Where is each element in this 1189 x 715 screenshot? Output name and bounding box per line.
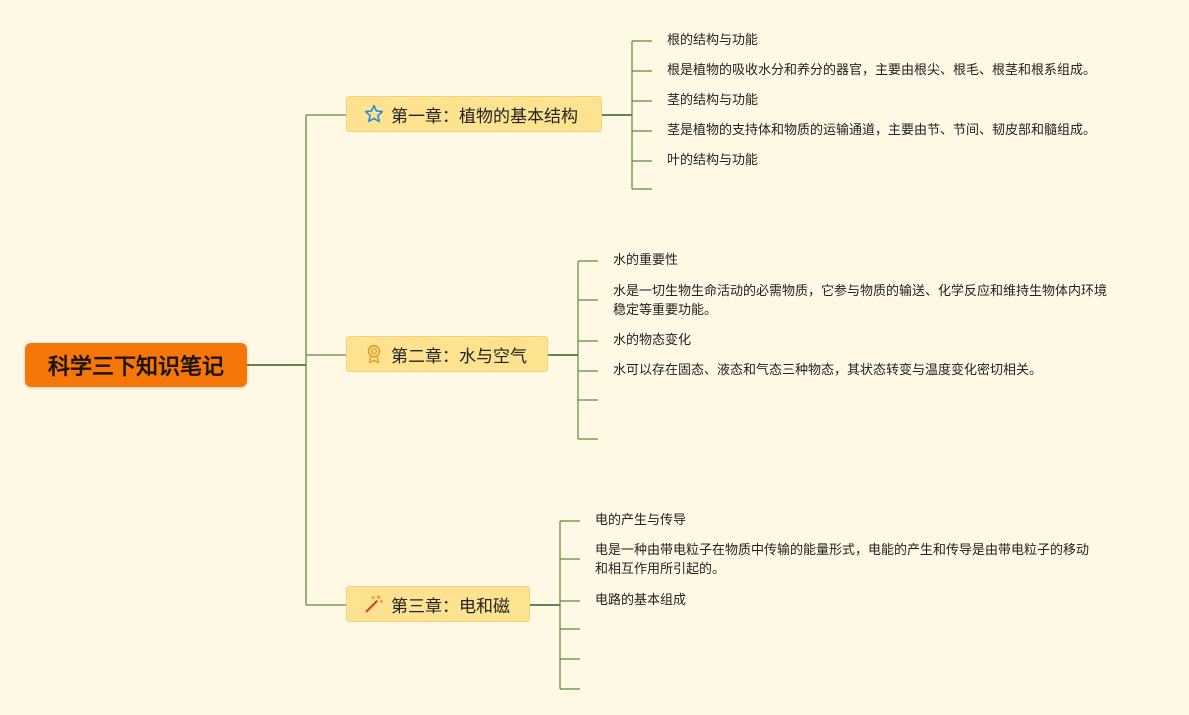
star-outline-icon xyxy=(363,103,385,125)
subtopic-item[interactable]: 叶的结构与功能 xyxy=(667,153,759,168)
root-topic[interactable]: 科学三下知识笔记 xyxy=(25,343,247,387)
chapter-topic-1[interactable]: 第一章：植物的基本结构 xyxy=(346,96,602,132)
subtopic-item[interactable]: 电是一种由带电粒子在物质中传输的能量形式，电能的产生和传导是由带电粒子的移动和相… xyxy=(595,543,1090,577)
subtopic-item[interactable]: 茎的结构与功能 xyxy=(667,93,759,108)
magic-wand-icon xyxy=(363,593,385,615)
chapter-topic-3[interactable]: 第三章：电和磁 xyxy=(346,586,530,622)
award-medal-icon xyxy=(363,343,385,365)
subtopic-item[interactable]: 根是植物的吸收水分和养分的器官，主要由根尖、根毛、根茎和根系组成。 xyxy=(667,63,1097,78)
chapter-topic-2[interactable]: 第二章：水与空气 xyxy=(346,336,548,372)
subtopic-item[interactable]: 水可以存在固态、液态和气态三种物态，其状态转变与温度变化密切相关。 xyxy=(613,363,1043,378)
subtopic-item[interactable]: 水的物态变化 xyxy=(613,333,692,348)
chapter-title: 第三章：电和磁 xyxy=(391,596,510,617)
subtopic-item[interactable]: 根的结构与功能 xyxy=(667,33,759,48)
subtopic-item[interactable]: 电的产生与传导 xyxy=(595,513,687,528)
chapter-title: 第一章：植物的基本结构 xyxy=(391,106,578,127)
subtopic-item[interactable]: 水是一切生物生命活动的必需物质，它参与物质的输送、化学反应和维持生物体内环境稳定… xyxy=(613,284,1108,318)
subtopic-item[interactable]: 茎是植物的支持体和物质的运输通道，主要由节、节间、韧皮部和髓组成。 xyxy=(667,123,1097,138)
subtopic-item[interactable]: 电路的基本组成 xyxy=(595,593,687,608)
chapter-title: 第二章：水与空气 xyxy=(391,346,527,367)
subtopic-item[interactable]: 水的重要性 xyxy=(613,253,679,268)
root-title: 科学三下知识笔记 xyxy=(47,355,224,380)
